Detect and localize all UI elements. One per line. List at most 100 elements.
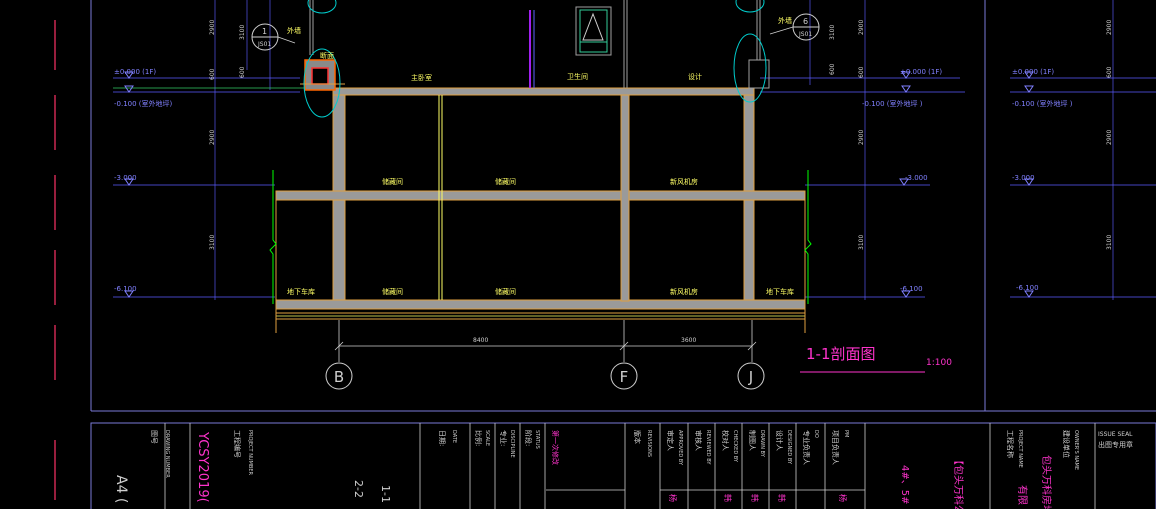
vertical-dim: 3100 (829, 25, 836, 40)
wall-label: 外墙 (778, 16, 792, 25)
checked-en: CHECKED BY (732, 430, 738, 463)
detail-sheet: JS01 (257, 41, 271, 48)
building-name: 4#、5# (899, 465, 910, 504)
window-element (575, 6, 612, 56)
axis-label: F (620, 368, 629, 386)
level-markers (124, 71, 1034, 298)
room-label: 储藏间 (382, 287, 403, 296)
room-label: 卫生间 (567, 72, 588, 81)
axis-bubble-j (737, 362, 765, 390)
level-label: -0.100 (室外地坪 ) (862, 99, 923, 108)
level-labels-right: ±0.000 (1F) -0.100 (室外地坪 ) -3.000 -6.100 (1012, 68, 1073, 292)
room-label: 地下车库 (287, 287, 315, 296)
drawing-title-block: 1-1剖面图 1:100 (800, 345, 952, 373)
vertical-dim: 600 (858, 66, 865, 78)
date-label: 日期: (438, 430, 446, 446)
project-number-en: PROJECT NUMBER (247, 430, 253, 475)
annotation-labels: 外墙 外墙 断面 (287, 16, 792, 60)
detail-num: 1 (262, 27, 267, 36)
detail-ref-left: 1 JS01 (251, 23, 296, 51)
drawn-en: DRAWN BY (759, 430, 765, 458)
designed-en: DESIGNED BY (786, 430, 792, 465)
seal-label: ISSUE SEAL (1098, 431, 1133, 438)
status-label: 阶段: (524, 430, 533, 446)
level-lines (113, 77, 1156, 298)
project-name-label: 工程名称 (1006, 430, 1015, 458)
project-name: 【包头万科公 (952, 455, 965, 509)
wall-f (620, 94, 630, 302)
grid-lines (214, 0, 1114, 300)
leader-en: DO (813, 430, 819, 438)
vertical-dim: 3100 (209, 235, 216, 250)
pm-label: 项目负责人 (831, 430, 840, 465)
revision-value: 第一次修改 (551, 430, 560, 465)
signature: 韩 (777, 494, 787, 502)
signature: 韩 (750, 494, 760, 502)
level-label: -6.100 (1016, 284, 1039, 292)
project-number-label: 工程编号 (233, 430, 242, 458)
sheet-title: 1-1 (379, 485, 392, 503)
discipline-label: 专业: (499, 430, 508, 446)
detail-bubble-right (733, 33, 767, 103)
vertical-dim: 3100 (239, 25, 246, 40)
detail-bubble-left (303, 48, 341, 118)
room-label: 地下车库 (766, 287, 794, 296)
vertical-dim: 600 (829, 63, 836, 75)
approved-en: APPROVED BY (677, 430, 683, 466)
vertical-dim: 2900 (858, 20, 865, 35)
dimension-value: 8400 (473, 337, 488, 344)
sheet-title: 2-2 (352, 480, 365, 498)
dimension-value: 3600 (681, 337, 696, 344)
seal-value: 出图专用章 (1098, 440, 1133, 449)
right-wall-detail (733, 0, 770, 103)
scale-label: 比例: (474, 430, 483, 446)
vertical-dim: 2900 (1106, 130, 1113, 145)
level-label: -0.100 (室外地坪 ) (1012, 99, 1073, 108)
level-labels-left: ±0.000 (1F) -0.100 (室外地坪) -3.000 -6.100 (114, 68, 173, 293)
signature: 杨 (668, 494, 678, 502)
level-label: -0.100 (室外地坪) (114, 99, 173, 108)
left-wall-detail (300, 0, 345, 118)
level-label: -6.100 (114, 285, 137, 293)
axis-bubbles: B F J (325, 362, 765, 390)
vertical-dim: 3100 (1106, 235, 1113, 250)
room-label: 新风机房 (670, 287, 698, 296)
scale-en: SCALE (484, 430, 490, 446)
vertical-dim: 600 (1106, 66, 1113, 78)
vertical-dim: 600 (239, 66, 246, 78)
drawing-title: 1-1剖面图 (806, 345, 876, 363)
title-block: A4 ( YCSY2019( 图号 DRAWING NUMBER 工程编号 PR… (113, 423, 1133, 509)
horizontal-dimension (334, 320, 757, 362)
vertical-dim: 2900 (1106, 20, 1113, 35)
drawing-frame (90, 0, 1156, 509)
level-label: -3.000 (1012, 174, 1035, 182)
drawing-number-en: DRAWING NUMBER (164, 430, 170, 478)
room-label: 设计 (688, 72, 702, 81)
vertical-dim: 2900 (209, 130, 216, 145)
checked-label: 校对人 (721, 430, 730, 451)
axis-bubble-b (325, 362, 353, 390)
pm-en: PM (843, 430, 849, 437)
reviewed-label: 审核人 (694, 430, 703, 451)
drawing-number: YCSY2019( (195, 431, 210, 503)
axis-bubble-f (610, 362, 638, 390)
slab-b1 (275, 190, 806, 201)
signature: 韩 (723, 494, 733, 502)
axis-label: J (748, 368, 753, 386)
signature: 杨 (838, 494, 848, 502)
detail-ref-right: 6 JS01 (769, 13, 820, 41)
break-lines (269, 170, 812, 304)
section-label: 断面 (320, 51, 334, 60)
drawing-number-label: 图号 (150, 430, 158, 444)
vertical-dim: 2900 (858, 130, 865, 145)
detail-sheet: JS01 (798, 31, 812, 38)
revision-en: REVISIONS (646, 430, 652, 457)
room-label: 储藏间 (382, 177, 403, 186)
drawn-label: 制图人 (748, 430, 757, 451)
owner-name: 包头万科房地 (1040, 455, 1053, 509)
room-label: 储藏间 (495, 287, 516, 296)
wall-label: 外墙 (287, 26, 301, 35)
owner-name-2: 有限 (1016, 485, 1029, 505)
revision-label: 版本 (633, 430, 642, 444)
